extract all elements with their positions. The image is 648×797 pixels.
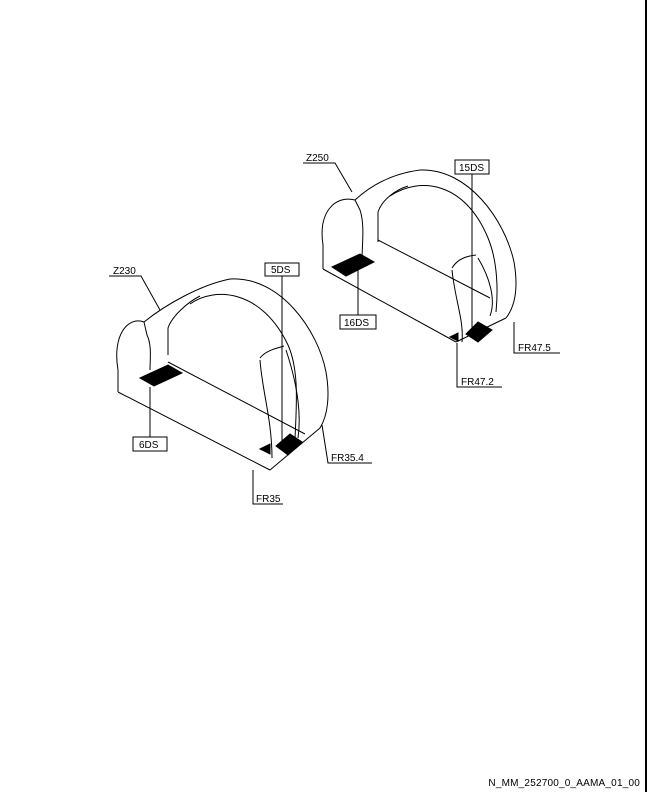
right-inner-arch-4 (451, 254, 477, 269)
left-inner-arch-4 (259, 345, 285, 359)
leader-lines (109, 162, 560, 505)
left-panel-6ds (138, 364, 184, 387)
frame-label-fr47-2: FR47.2 (461, 377, 494, 388)
sheet-border (645, 0, 647, 792)
panel-label-6ds: 6DS (139, 440, 159, 451)
right-front-top (354, 169, 421, 201)
panel-label-5ds: 5DS (271, 265, 291, 276)
left-marker-arrow (258, 443, 271, 455)
left-inner-arch-2 (167, 295, 201, 355)
frame-label-fr35: FR35 (256, 494, 281, 505)
zone-label-z230: Z230 (113, 266, 136, 277)
diagram-labels: Z230 Z250 5DS 6DS 15DS 16DS FR35.4 FR35 … (113, 153, 551, 505)
left-rear-arch (229, 278, 329, 429)
left-front-arch (116, 320, 145, 392)
right-wall-curve-2 (477, 257, 493, 317)
document-reference: N_MM_252700_0_AAMA_01_00 (488, 778, 640, 789)
panel-label-16ds: 16DS (344, 318, 369, 329)
frame-label-fr35-4: FR35.4 (331, 453, 364, 464)
right-front-arch (321, 198, 356, 269)
left-floor-inner-line (167, 361, 306, 435)
left-cabin-section (116, 278, 329, 471)
right-marker-arrow (448, 332, 459, 342)
right-wall-curve-1 (451, 269, 463, 343)
right-inner-arch-1 (354, 199, 364, 261)
frame-label-fr47-5: FR47.5 (518, 343, 551, 354)
left-wall-curve-2 (285, 349, 300, 439)
panel-label-15ds: 15DS (459, 163, 484, 174)
label-box-6ds (132, 436, 168, 452)
left-inner-arch-3 (189, 293, 297, 441)
label-box-15ds (454, 159, 490, 175)
left-panel-5ds (275, 433, 303, 456)
left-floor-front-edge (117, 391, 271, 471)
right-panel-15ds (465, 321, 493, 343)
label-box-16ds (339, 314, 377, 330)
right-rear-arch (419, 169, 517, 319)
label-box-5ds (264, 262, 300, 277)
zone-label-z250: Z250 (306, 153, 329, 164)
right-floor-front-edge (322, 268, 457, 343)
right-inner-arch-2 (377, 185, 409, 242)
right-panel-16ds (330, 253, 376, 277)
left-wall-curve-1 (259, 359, 273, 459)
right-inner-arch-3 (389, 185, 498, 313)
left-inner-arch-1 (143, 321, 151, 371)
left-front-top (143, 278, 231, 323)
right-floor-inner-line (377, 239, 491, 299)
right-cabin-section (321, 169, 517, 343)
